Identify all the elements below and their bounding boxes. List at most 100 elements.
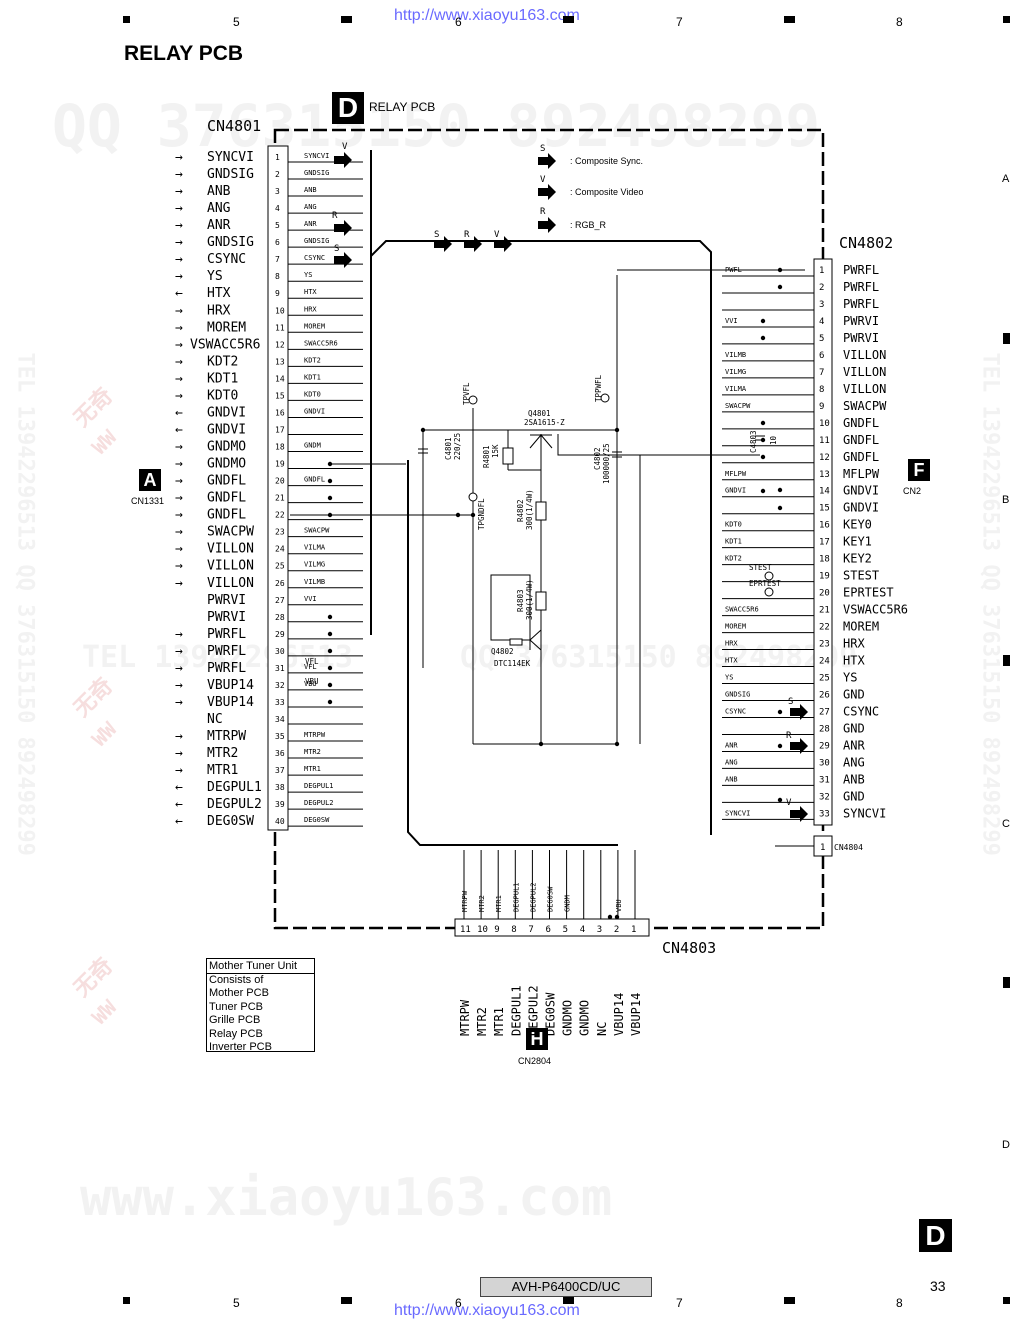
connector-tag-f: F bbox=[908, 459, 930, 481]
cn4802-pin-number: 18 bbox=[819, 555, 830, 565]
arrow-s bbox=[334, 252, 352, 268]
cn4801-pin-direction: ← bbox=[175, 797, 183, 812]
cn4801-pin-number: 19 bbox=[275, 460, 285, 469]
cn4801-pin-signal: GNDSIG bbox=[207, 167, 254, 182]
cn4801-pin-net: YS bbox=[304, 271, 312, 279]
cn4801-pin-number: 26 bbox=[275, 579, 285, 588]
tpvfl-label: TPVFL bbox=[462, 382, 471, 405]
cn4802-pin-net: KDT2 bbox=[725, 555, 742, 563]
cn4802-pin-signal: CSYNC bbox=[843, 704, 879, 718]
cn4803-pin-number: 4 bbox=[580, 925, 585, 935]
cn4801-pin-number: 31 bbox=[275, 664, 285, 673]
corner-letter-d: D bbox=[919, 1219, 952, 1252]
watermark-qq-mid: QQ 376315150 892498299 bbox=[460, 640, 858, 675]
header-url[interactable]: http://www.xiaoyu163.com bbox=[394, 7, 580, 24]
unit-box-list: Consists of Mother PCB Tuner PCB Grille … bbox=[207, 974, 314, 1054]
r4801-val: 15K bbox=[491, 444, 500, 458]
cn4802-pin-signal: VILLON bbox=[843, 348, 886, 362]
cn4801-pin-direction: → bbox=[175, 678, 183, 693]
cn4802-pin-net: ANG bbox=[725, 758, 738, 766]
cn4801-pin-signal: DEG0SW bbox=[207, 814, 254, 829]
col-mark-top-7: 7 bbox=[676, 15, 683, 29]
c4803-val: 10 bbox=[769, 435, 778, 445]
cn4801-pin-number: 33 bbox=[275, 698, 285, 707]
junction-dot bbox=[777, 797, 783, 803]
cn4801-pin-number: 8 bbox=[275, 272, 280, 281]
page-number: 33 bbox=[930, 1278, 946, 1294]
cn4803-pin-net: VBU bbox=[615, 899, 623, 912]
cn4801-pin-signal: ANR bbox=[207, 218, 231, 233]
c4802-val: 100000/25 bbox=[602, 443, 611, 484]
cn4801-pin-direction: → bbox=[175, 525, 183, 540]
cn4801-pin-signal: GNDMO bbox=[207, 457, 246, 472]
cn4801-pin-number: 7 bbox=[275, 255, 280, 264]
junction-dot bbox=[327, 682, 333, 688]
cn4801-pin-signal: SYNCVI bbox=[207, 150, 254, 165]
connector-tag-h-name: CN2804 bbox=[518, 1056, 552, 1066]
cn4803-pin-signal: GNDMO bbox=[561, 1000, 575, 1036]
junction-dot bbox=[420, 427, 426, 433]
arrow-v bbox=[334, 152, 352, 168]
cn4802-pin-signal: VILLON bbox=[843, 382, 886, 396]
junction-dot bbox=[614, 914, 620, 920]
cn4801-pin-number: 25 bbox=[275, 562, 285, 571]
arrow-v bbox=[790, 806, 808, 822]
cn4801-pin-number: 11 bbox=[275, 323, 285, 332]
board-letter-d: D bbox=[332, 92, 364, 124]
cn4801-pin-signal: MOREM bbox=[207, 320, 246, 335]
dots bbox=[327, 267, 783, 920]
cn4802-pin-signal: ANB bbox=[843, 772, 865, 786]
junction-dot bbox=[327, 478, 333, 484]
cn4803-pin-net: DEG0SW bbox=[547, 886, 555, 912]
cn4801-pin-direction: → bbox=[175, 491, 183, 506]
cn4801-pin-number: 16 bbox=[275, 408, 285, 417]
tppwfl-label: TPPWFL bbox=[594, 374, 603, 402]
junction-dot bbox=[327, 512, 333, 518]
c4802-ref: C4802 bbox=[593, 447, 602, 470]
cn4801-pin-net: MOREM bbox=[304, 322, 325, 330]
cn4801-pin-number: 12 bbox=[275, 340, 285, 349]
cn4801-pin-net: GNDSIG bbox=[304, 169, 329, 177]
cn4801-pin-net: GNDVI bbox=[304, 407, 325, 415]
cn4801-pin-signal: ANB bbox=[207, 184, 231, 199]
cn4801-pin-number: 24 bbox=[275, 545, 285, 554]
cn4801-pin-signal: HRX bbox=[207, 303, 231, 318]
cn4801-pin-number: 35 bbox=[275, 732, 285, 741]
cn4801-pin-signal: PWRFL bbox=[207, 627, 246, 642]
cn4802-pin-number: 1 bbox=[819, 266, 824, 276]
cn4801-pin-number: 9 bbox=[275, 289, 280, 298]
arrow-letter: R bbox=[464, 230, 470, 240]
cn4802-pin-signal: HTX bbox=[843, 654, 865, 668]
footer-url[interactable]: http://www.xiaoyu163.com bbox=[394, 1302, 580, 1319]
cn4801-pin-net: ANB bbox=[304, 186, 317, 194]
cn4801-pin-direction: ← bbox=[175, 814, 183, 829]
cn4802-pin-number: 7 bbox=[819, 368, 824, 378]
cn4801-pin-direction: ← bbox=[175, 422, 183, 437]
junction-dot bbox=[760, 420, 766, 426]
cn4802-pin-signal: SWACPW bbox=[843, 399, 887, 413]
cn4801-pin-net: VFL bbox=[304, 663, 317, 671]
cn4803-pin-number: 8 bbox=[511, 925, 516, 935]
row-mark-a: A bbox=[1002, 173, 1010, 185]
cn4801-pin-direction: → bbox=[175, 729, 183, 744]
cn4801-lines bbox=[288, 161, 363, 827]
arrow-letter: R bbox=[786, 731, 792, 741]
part-labels: Q4801 2SA1615-Z Q4802 DTC114EK STEST EPR… bbox=[305, 409, 781, 686]
cn4801-pin-signal: PWRVI bbox=[207, 593, 246, 608]
col-mark-top-5: 5 bbox=[233, 15, 240, 29]
r4803-ref: R4803 bbox=[516, 589, 525, 612]
cn4803-pin-signal: MTRPW bbox=[458, 999, 472, 1036]
cn4801-pin-net: GNDSIG bbox=[304, 237, 329, 245]
cn4801-pin-net: GNDFL bbox=[304, 476, 325, 484]
cn4802-pin-number: 11 bbox=[819, 436, 830, 446]
cn4802-pin-net: GNDSIG bbox=[725, 691, 750, 699]
cn4803-pin-net: MTR1 bbox=[495, 895, 503, 912]
cn4801-pin-number: 38 bbox=[275, 783, 285, 792]
cn4803-pin-net: MTRPW bbox=[461, 890, 469, 912]
cn4803-pin-number: 10 bbox=[477, 925, 488, 935]
cn4803-labels: 11MTRPWMTRPW10MTR2MTR29MTR1MTR18DEGPUL1D… bbox=[458, 882, 643, 1036]
junction-dot bbox=[327, 665, 333, 671]
junction-dot bbox=[777, 284, 783, 290]
cn4801-pin-net: MTR1 bbox=[304, 765, 321, 773]
cn4802-pin-number: 12 bbox=[819, 453, 830, 463]
